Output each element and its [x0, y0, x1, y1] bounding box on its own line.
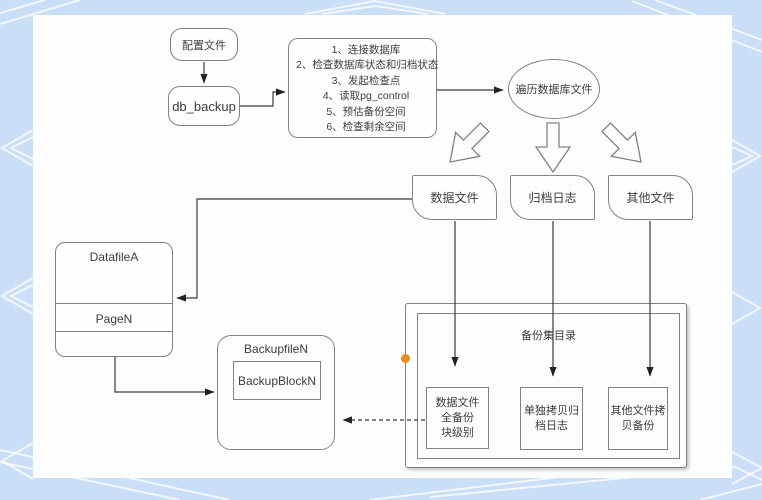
node-datafile-a-title: DatafileA [89, 250, 139, 264]
backup-set-outer-frame: 备份集目录 数据文件 全备份 块级别 单独拷贝归 档日志 其他文件拷 贝备份 [405, 303, 687, 468]
backup-set-directory: 备份集目录 数据文件 全备份 块级别 单独拷贝归 档日志 其他文件拷 贝备份 [417, 313, 680, 459]
step-item: 2、检查数据库状态和归档状态 [296, 59, 439, 72]
node-backupfile-n: BackupfileN BackupBlockN [217, 335, 335, 450]
node-archive-log-label: 归档日志 [528, 191, 577, 205]
backup-set-title: 备份集目录 [521, 330, 576, 342]
step-item: 5、预估备份空间 [326, 105, 406, 118]
node-traverse-db-files: 遍历数据库文件 [508, 59, 600, 119]
orange-dot [401, 354, 410, 363]
node-steps-list: 1、连接数据库 2、检查数据库状态和归档状态 3、发起检查点 4、读取pg_co… [288, 38, 439, 138]
node-db-backup-label: db_backup [172, 98, 236, 114]
node-config-file: 配置文件 [170, 28, 238, 61]
node-backupfile-n-title: BackupfileN [243, 342, 309, 356]
node-backupblock-n-label: BackupBlockN [237, 373, 317, 388]
node-config-file-label: 配置文件 [182, 39, 226, 52]
node-backupblock-n: BackupBlockN [233, 361, 321, 400]
node-page-n-label: PageN [95, 312, 133, 326]
node-other-files: 其他文件 [608, 175, 693, 220]
node-copy-archive-log: 单独拷贝归 档日志 [520, 387, 583, 450]
node-datafile-a: DatafileA PageN [55, 242, 173, 357]
step-item: 4、读取pg_control [322, 90, 410, 103]
node-db-backup: db_backup [168, 86, 240, 126]
node-datafile-full-backup: 数据文件 全备份 块级别 [426, 387, 489, 449]
divider-line [56, 331, 172, 332]
node-data-files: 数据文件 [412, 175, 497, 220]
node-other-files-label: 其他文件 [626, 191, 675, 205]
step-item: 3、发起检查点 [331, 74, 401, 87]
node-data-files-label: 数据文件 [430, 191, 479, 205]
node-copy-other-files: 其他文件拷 贝备份 [608, 387, 668, 450]
step-item: 1、连接数据库 [331, 44, 401, 56]
divider-line [56, 303, 172, 304]
node-archive-log: 归档日志 [510, 175, 595, 220]
node-traverse-label: 遍历数据库文件 [515, 84, 593, 96]
step-item: 6、检查剩余空间 [326, 121, 406, 134]
